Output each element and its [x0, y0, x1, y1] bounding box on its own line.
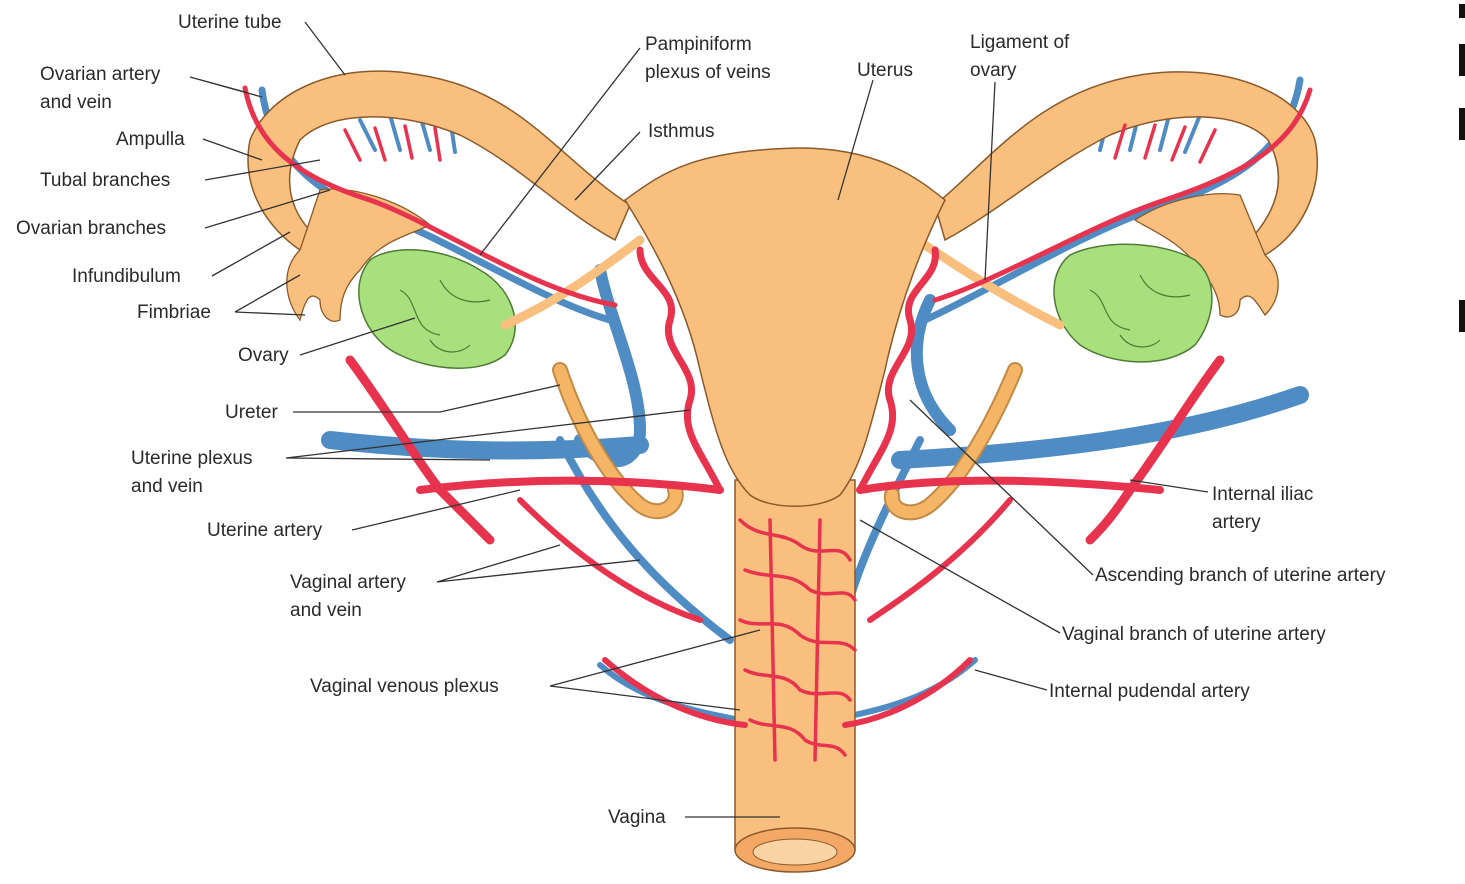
label-internal-iliac-2: artery [1212, 512, 1261, 533]
label-fimbriae: Fimbriae [137, 302, 211, 323]
label-vaginal-artery-vein-2: and vein [290, 600, 362, 621]
right-vaginal-artery [870, 500, 1010, 620]
edge-fragment-4 [1459, 300, 1465, 332]
vagina [735, 480, 855, 850]
left-vaginal-vein [560, 440, 730, 640]
left-uterine-artery [420, 481, 720, 490]
label-ovarian-artery-vein-2: and vein [40, 92, 112, 113]
right-internal-iliac-artery [1090, 360, 1220, 540]
edge-fragment-1 [1459, 4, 1465, 18]
label-ovarian-artery-vein-1: Ovarian artery [40, 64, 161, 85]
label-vaginal-venous-plexus: Vaginal venous plexus [310, 676, 499, 697]
label-uterine-tube: Uterine tube [178, 12, 282, 33]
edge-fragment-3 [1459, 108, 1465, 140]
leader-ovarian-artery-vein [190, 77, 262, 97]
label-uterine-artery: Uterine artery [207, 520, 323, 541]
label-pampiniform-2: plexus of veins [645, 62, 771, 83]
label-internal-pudendal: Internal pudendal artery [1049, 681, 1250, 702]
label-vaginal-branch: Vaginal branch of uterine artery [1062, 624, 1326, 645]
label-ligament-ovary-1: Ligament of [970, 32, 1070, 53]
label-ovarian-branches: Ovarian branches [16, 218, 166, 239]
leader-uterine-artery [352, 490, 520, 530]
vaginal-opening-inner [753, 839, 837, 865]
label-vaginal-artery-vein-1: Vaginal artery [290, 572, 406, 593]
right-internal-iliac-vein [900, 395, 1300, 460]
label-uterine-plexus-vein-2: and vein [131, 476, 203, 497]
label-uterus: Uterus [857, 60, 913, 81]
label-ligament-ovary-2: ovary [970, 60, 1017, 81]
label-ovary: Ovary [238, 345, 289, 366]
label-ureter: Ureter [225, 402, 278, 423]
leader-internal-pudendal [975, 670, 1047, 690]
label-ascending-branch: Ascending branch of uterine artery [1095, 565, 1386, 586]
label-tubal-branches: Tubal branches [40, 170, 170, 191]
leader-infundibulum [212, 232, 290, 276]
right-uterine-artery [860, 481, 1160, 490]
label-ampulla: Ampulla [116, 129, 185, 150]
label-internal-iliac-1: Internal iliac [1212, 484, 1313, 505]
label-isthmus: Isthmus [648, 121, 715, 142]
leader-vaginal-branch [860, 520, 1060, 633]
leader-uterine-tube [305, 22, 345, 75]
leader-ureter [293, 385, 560, 412]
label-uterine-plexus-vein-1: Uterine plexus [131, 448, 252, 469]
label-vagina: Vagina [608, 807, 666, 828]
edge-fragment-2 [1459, 44, 1465, 76]
label-pampiniform-1: Pampiniform [645, 34, 752, 55]
right-ovary [1054, 244, 1212, 362]
right-uterine-tube [935, 72, 1317, 255]
label-infundibulum: Infundibulum [72, 266, 181, 287]
